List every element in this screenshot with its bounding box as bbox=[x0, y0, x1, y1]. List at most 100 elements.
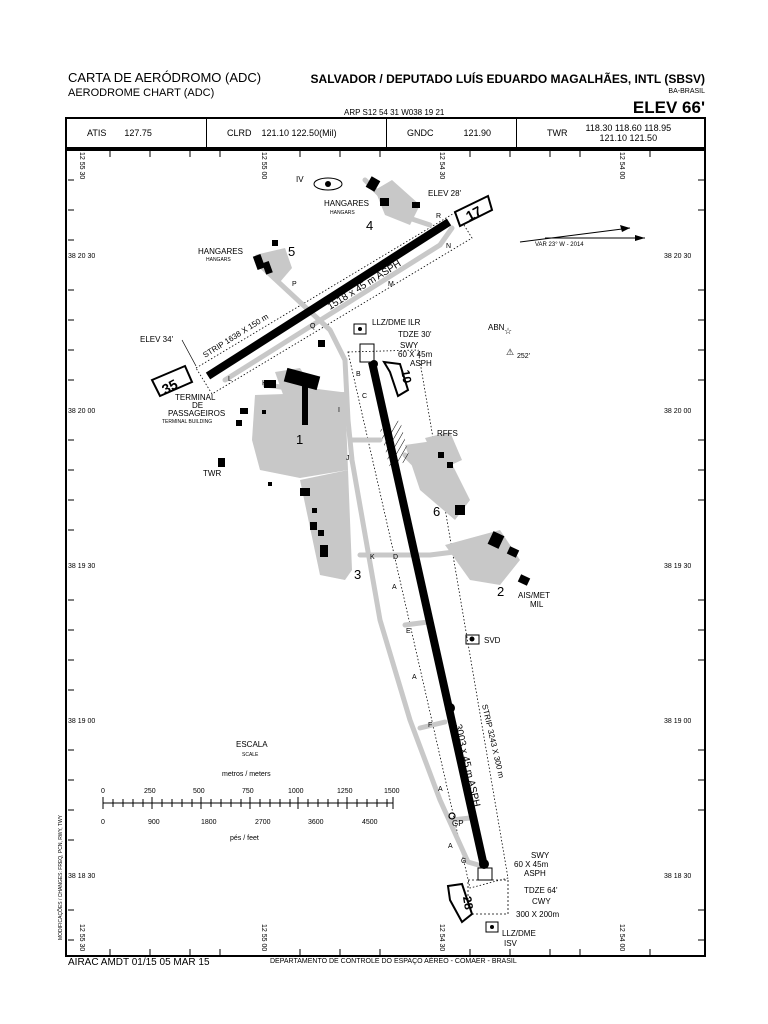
variation-label: VAR 23° W - 2014 bbox=[535, 242, 584, 248]
lat-label-left-3: 38 19 30 bbox=[68, 563, 95, 570]
apron-number-1: 1 bbox=[296, 432, 303, 447]
twy-A4: A bbox=[448, 843, 453, 850]
hangars-label-2: HANGARS bbox=[206, 257, 231, 263]
freq-gndc-label: GNDC bbox=[407, 128, 434, 138]
rwy-17-text: 17 bbox=[463, 203, 484, 225]
gp-icon bbox=[448, 812, 456, 820]
twy-K2: K bbox=[370, 554, 375, 561]
llz-ilr-label: LLZ/DME ILR bbox=[372, 318, 421, 327]
apron-6 bbox=[405, 440, 470, 520]
gp-label: GP bbox=[452, 819, 464, 828]
scale-ft-4500: 4500 bbox=[362, 819, 378, 826]
swy-top-label: SWY bbox=[400, 341, 419, 350]
lat-label-right-2: 38 20 00 bbox=[664, 408, 691, 415]
country-label: BA-BRASIL bbox=[668, 88, 705, 95]
swy-28 bbox=[477, 867, 493, 881]
scale-units-m: metros / meters bbox=[222, 771, 271, 778]
scale-m-labels: 0 250 500 750 1000 1250 1500 bbox=[101, 788, 400, 795]
scale-m-1500: 1500 bbox=[384, 788, 400, 795]
swy-bottom-dims: 60 X 45m bbox=[514, 860, 549, 869]
scale-m-750: 750 bbox=[242, 788, 254, 795]
arp-coordinates: ARP S12 54 31 W038 19 21 bbox=[344, 108, 445, 117]
apron-number-3: 3 bbox=[354, 567, 361, 582]
twy-R: R bbox=[436, 213, 441, 220]
apron-4 bbox=[375, 180, 420, 225]
twy-P: P bbox=[292, 281, 297, 288]
tdze-30-label: TDZE 30' bbox=[398, 330, 432, 339]
apron-3 bbox=[300, 470, 352, 580]
runway-17-35 bbox=[205, 218, 452, 380]
taxiway-letters: R N Q M P L K B C I J K D A E A F A A G bbox=[228, 213, 466, 865]
svd-icon bbox=[465, 634, 480, 645]
rwy-35-label: 35 bbox=[150, 364, 194, 397]
ais-met-label: AIS/MET bbox=[518, 591, 550, 600]
scale-title: ESCALA bbox=[236, 740, 268, 749]
lat-label-right-1: 38 20 30 bbox=[664, 253, 691, 260]
apron-1 bbox=[252, 392, 348, 478]
aprons bbox=[252, 180, 520, 585]
map-frame bbox=[65, 149, 706, 957]
terminal-label-en: TERMINAL BUILDING bbox=[162, 419, 212, 425]
freq-clrd: CLRD 121.10 122.50(Mil) bbox=[207, 119, 387, 147]
rwy-10-label: 10 bbox=[382, 360, 414, 398]
hangares-label-1: HANGARES bbox=[324, 199, 369, 208]
scale-m-1250: 1250 bbox=[337, 788, 353, 795]
swy-bottom-label: SWY bbox=[531, 851, 550, 860]
freq-gndc: GNDC 121.90 bbox=[387, 119, 517, 147]
hangares-label-2: HANGARES bbox=[198, 247, 243, 256]
llz-isv-label-1: LLZ/DME bbox=[502, 929, 536, 938]
llz-ilr-icon bbox=[353, 323, 367, 335]
rwy-17-35-strip: STRIP 1638 X 150 m bbox=[201, 312, 270, 360]
rwy-10-28-strip: STRIP 3243 X 300 m bbox=[480, 703, 506, 779]
changes-note: MODIFICAÇÕES / CHANGES: FREQ, PCN, RWY, … bbox=[57, 814, 64, 940]
magnetic-variation-arrow bbox=[519, 225, 645, 243]
lon-label-bottom-4: 12 54 00 bbox=[618, 924, 625, 951]
twr-label: TWR bbox=[203, 469, 221, 478]
rffs-label: RFFS bbox=[437, 429, 458, 438]
lon-label-top-3: 12 54 30 bbox=[438, 152, 445, 179]
apron-number-5: 5 bbox=[288, 244, 295, 259]
twy-D: D bbox=[393, 554, 398, 561]
lat-label-left-2: 38 20 00 bbox=[68, 408, 95, 415]
airport-name: SALVADOR / DEPUTADO LUÍS EDUARDO MAGALHÃ… bbox=[310, 72, 705, 86]
strip-10-28 bbox=[347, 349, 509, 889]
lat-label-right-4: 38 19 00 bbox=[664, 718, 691, 725]
abn-star-icon: ☆ bbox=[504, 326, 512, 336]
apron-5 bbox=[255, 248, 292, 282]
iv-icon bbox=[313, 177, 343, 191]
frame-ticks bbox=[68, 151, 704, 955]
lat-label-left-4: 38 19 00 bbox=[68, 718, 95, 725]
swy-bottom-surface: ASPH bbox=[524, 869, 546, 878]
llz-isv-icon bbox=[485, 921, 499, 933]
swy-top-dims: 60 X 45m bbox=[398, 350, 433, 359]
scale-bar bbox=[102, 797, 394, 809]
cwy-28 bbox=[467, 879, 509, 915]
llz-isv-label-2: ISV bbox=[504, 939, 518, 948]
airac-amendment: AIRAC AMDT 01/15 05 MAR 15 bbox=[68, 957, 210, 968]
twy-J: J bbox=[346, 455, 350, 462]
twy-A2: A bbox=[412, 674, 417, 681]
freq-atis-value: 127.75 bbox=[124, 128, 152, 138]
svd-label: SVD bbox=[484, 636, 501, 645]
scale-m-250: 250 bbox=[144, 788, 156, 795]
twy-A3: A bbox=[438, 786, 443, 793]
twy-N: N bbox=[446, 243, 451, 250]
abn-beacon-icon: ⚠ bbox=[506, 347, 514, 357]
freq-clrd-label: CLRD bbox=[227, 128, 252, 138]
freq-twr-value2: 121.10 121.50 bbox=[599, 133, 658, 143]
aerodrome-elevation: ELEV 66' bbox=[632, 98, 705, 117]
lon-label-bottom-3: 12 54 30 bbox=[438, 924, 445, 951]
frequency-bar: ATIS 127.75 CLRD 121.10 122.50(Mil) GNDC… bbox=[65, 117, 706, 149]
lon-label-top-2: 12 55 00 bbox=[260, 152, 267, 179]
swy-top-surface: ASPH bbox=[410, 359, 432, 368]
tdze-64-label: TDZE 64' bbox=[524, 886, 558, 895]
scale-ft-2700: 2700 bbox=[255, 819, 271, 826]
twy-E: E bbox=[406, 628, 411, 635]
freq-twr-value: 118.30 118.60 118.95 bbox=[585, 123, 672, 133]
twy-K: K bbox=[262, 380, 267, 387]
scale-units-ft: pés / feet bbox=[230, 835, 259, 842]
scale-ft-900: 900 bbox=[148, 819, 160, 826]
scale-m-500: 500 bbox=[193, 788, 205, 795]
scale-ft-labels: 0 900 1800 2700 3600 4500 bbox=[101, 819, 378, 826]
lon-label-bottom-2: 12 55 00 bbox=[260, 924, 267, 951]
